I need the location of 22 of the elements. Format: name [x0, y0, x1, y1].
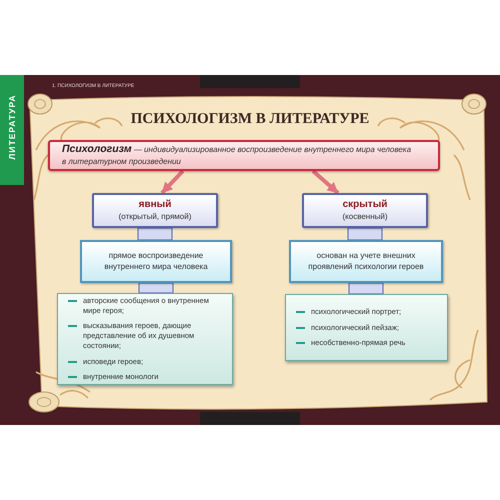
examples-list-box [285, 294, 448, 361]
arrow [160, 170, 184, 194]
description-box [80, 240, 232, 283]
connector-pipe [347, 227, 383, 241]
description-text: основан на учете внешних проявлений психологии героев [307, 250, 425, 272]
description-text: прямое воспроизведение внутреннего мира человека [103, 250, 209, 272]
connector-pipe [348, 282, 384, 295]
category-box [92, 193, 218, 228]
definition-text: Психологизм — индивидуализированное воспроизведение внутреннего мира человека в литературном произведении [62, 143, 412, 168]
connector-pipe [137, 227, 173, 241]
subtitle-text: (открытый, прямой) [118, 212, 192, 222]
examples-list-box [57, 293, 233, 385]
arrow [312, 170, 340, 194]
subject-label: ЛИТЕРАТУРА [6, 93, 18, 162]
heading-text: скрытый [342, 199, 388, 212]
category-box [302, 193, 428, 228]
title: ПСИХОЛОГИЗМ В ЛИТЕРАТУРЕ [130, 111, 370, 128]
description-box [289, 240, 443, 283]
heading-text: явный [138, 199, 172, 212]
definition-box [48, 140, 440, 171]
subtitle-text: (косвенный) [342, 212, 388, 222]
connector-pipe [138, 282, 174, 294]
